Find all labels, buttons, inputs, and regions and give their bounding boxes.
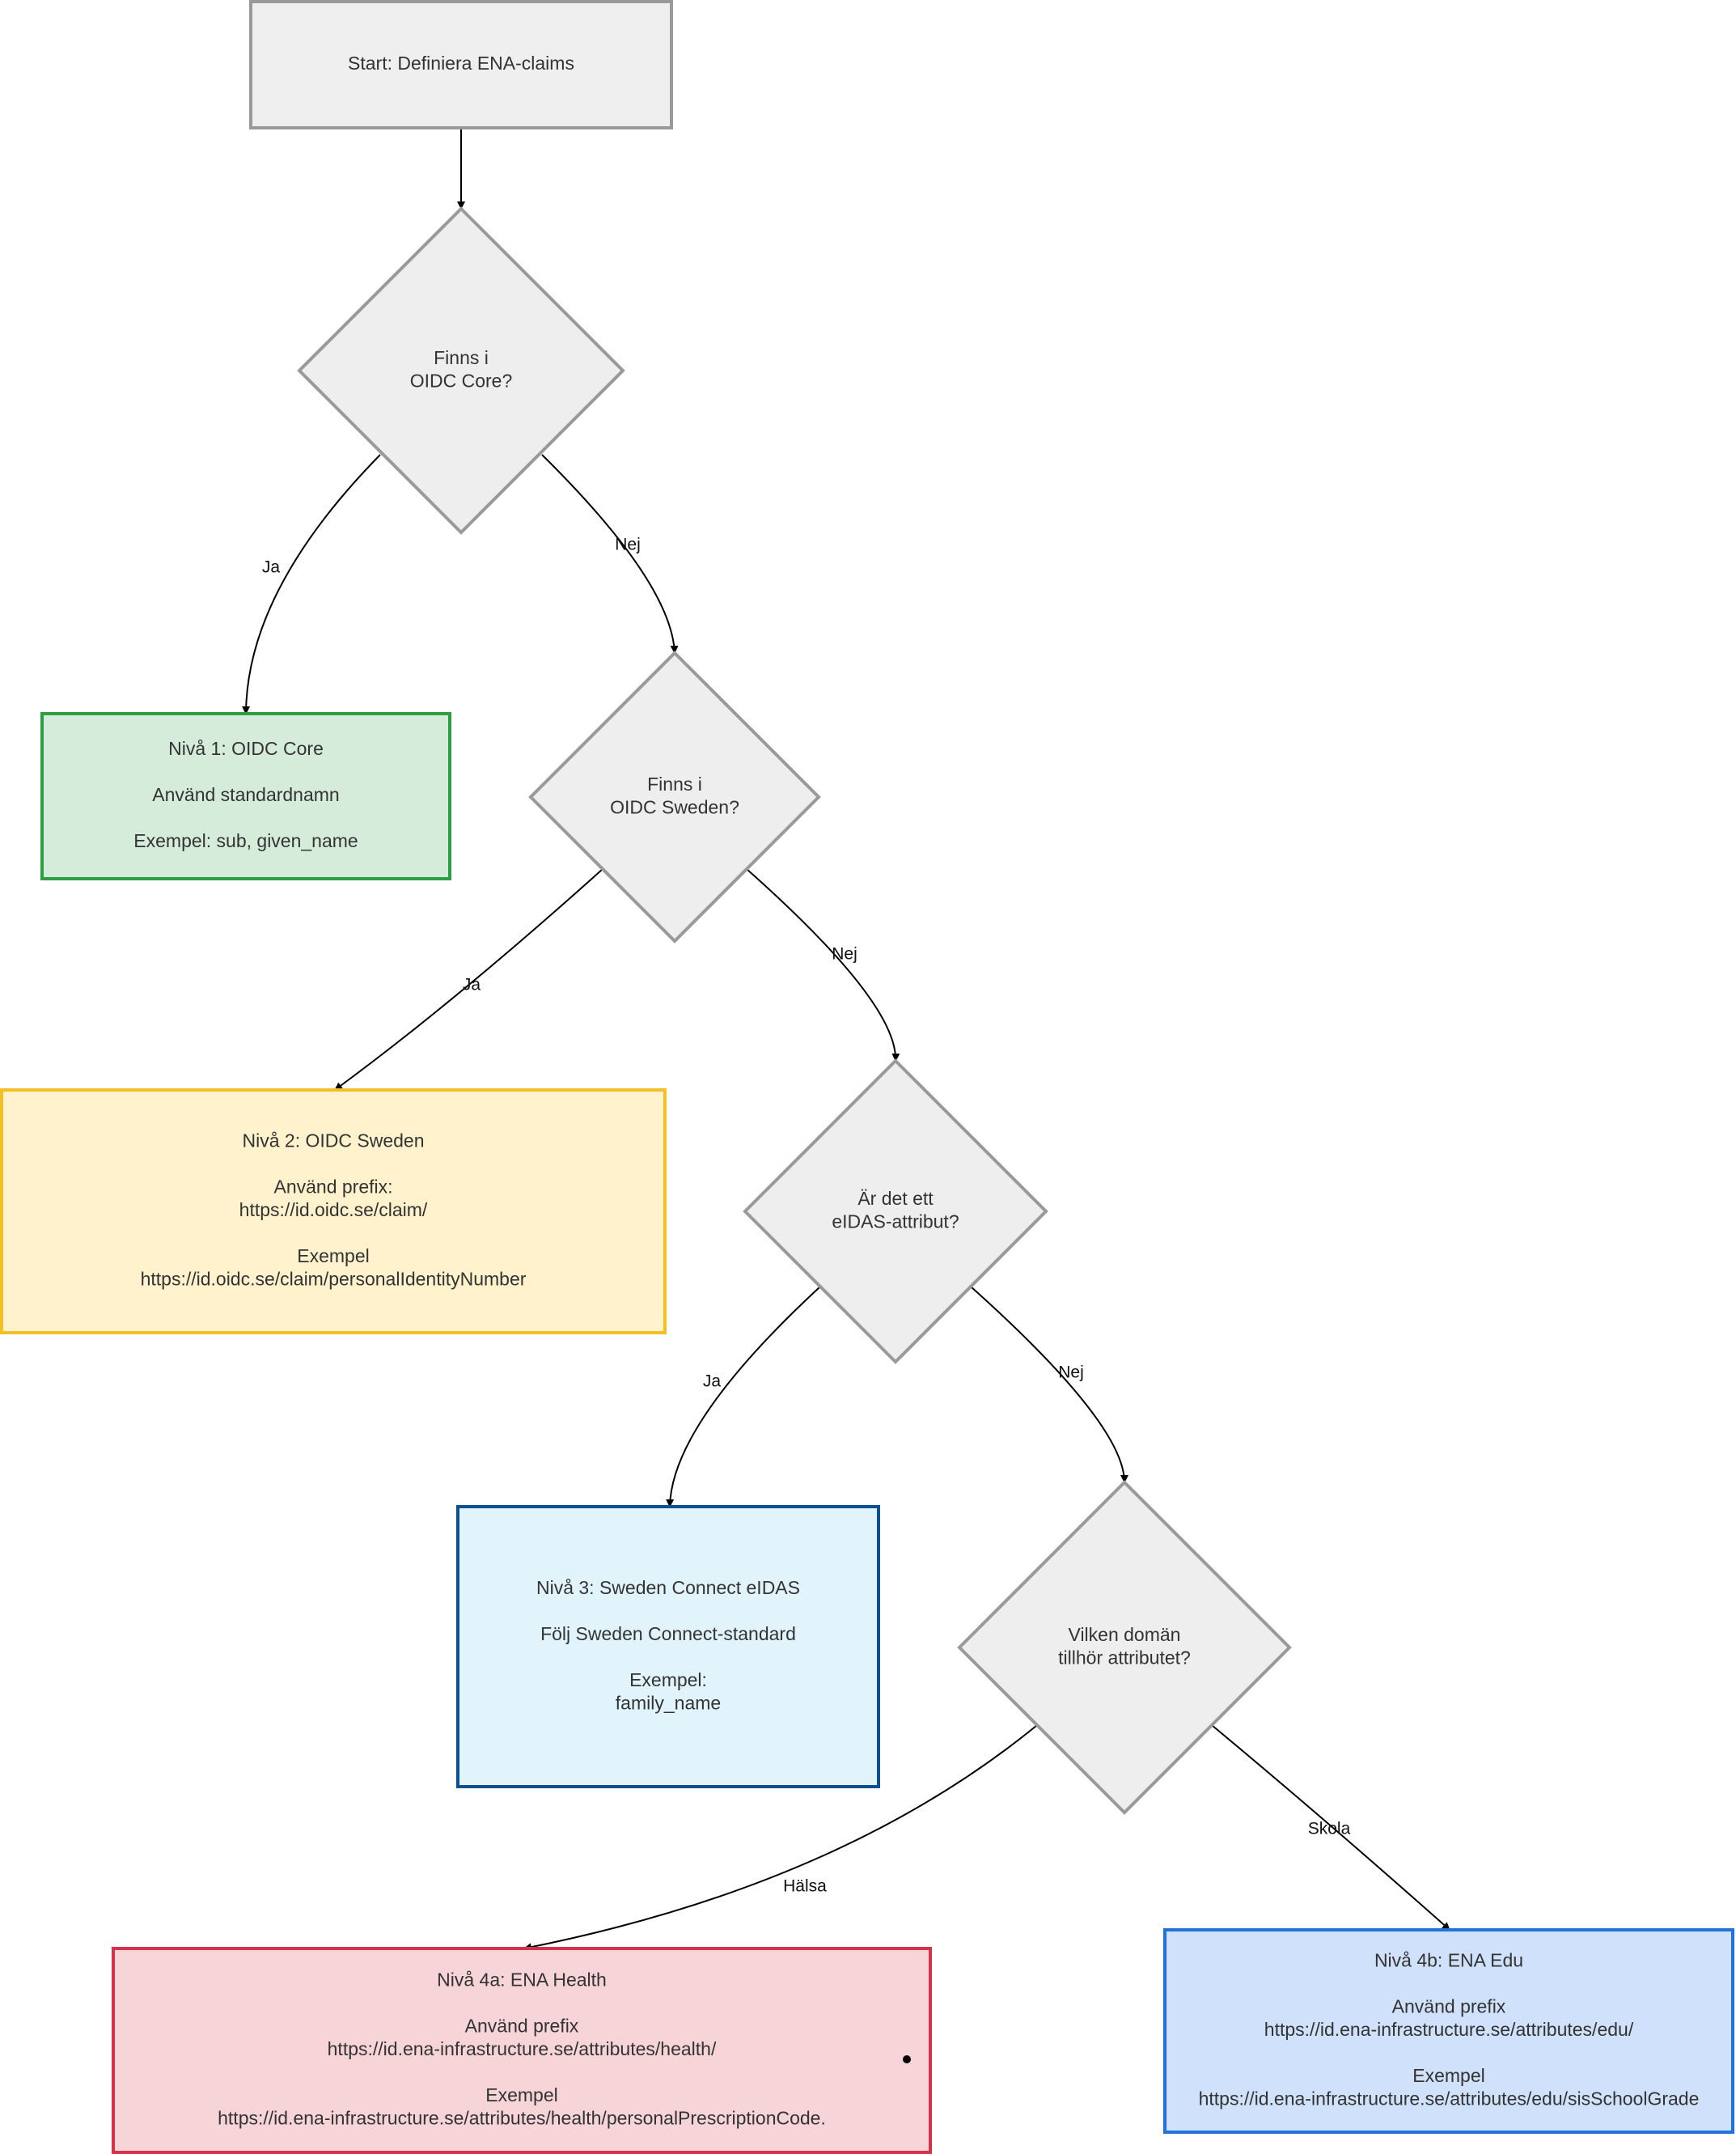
node-n1-line: Använd standardnamn: [152, 784, 339, 805]
node-n3-line: Nivå 3: Sweden Connect eIDAS: [536, 1577, 800, 1598]
edge-d4-to-n4b: [1211, 1724, 1450, 1931]
node-n2-line: Nivå 2: OIDC Sweden: [243, 1130, 425, 1151]
edge-label-d4-to-n4a: Hälsa: [783, 1877, 827, 1896]
edge-d2-to-d3: [746, 868, 900, 1062]
node-n2-line: Använd prefix:: [273, 1177, 392, 1198]
node-d1-diamond: [297, 206, 625, 535]
node-n2-line: Exempel: [297, 1245, 369, 1266]
node-n4a-line: Använd prefix: [465, 2016, 579, 2037]
node-n4a-line: Exempel: [485, 2084, 557, 2105]
node-d2-line: Finns i: [647, 774, 702, 795]
node-n4b-box: [1163, 1928, 1734, 2134]
edge-label-d3-to-n3: Ja: [703, 1372, 722, 1391]
node-start-box: [249, 0, 673, 129]
node-n4a-box: [112, 1947, 932, 2154]
node-n3-line: Följ Sweden Connect-standard: [540, 1623, 796, 1644]
edge-label-d1-to-d2: Nej: [615, 536, 641, 554]
node-n4a-line: https://id.ena-infrastructure.se/attribu…: [218, 2108, 826, 2129]
node-n4a-line: https://id.ena-infrastructure.se/attribu…: [328, 2038, 717, 2059]
node-n4b-line: https://id.ena-infrastructure.se/attribu…: [1264, 2019, 1634, 2040]
edge-d1-to-d2: [541, 454, 679, 654]
edge-d3-to-d4: [970, 1286, 1128, 1483]
node-n1-line: Nivå 1: OIDC Core: [168, 738, 324, 759]
edge-label-d4-to-n4b: Skola: [1308, 1820, 1351, 1838]
edge-d4-to-n4a: [523, 1724, 1038, 1952]
edge-label-d2-to-d3: Nej: [832, 945, 857, 964]
node-n4b-line: https://id.ena-infrastructure.se/attribu…: [1199, 2088, 1700, 2109]
node-d2-diamond: [528, 651, 821, 943]
node-n3-line: family_name: [616, 1692, 721, 1713]
node-d1-line: Finns i: [434, 347, 489, 368]
edge-label-d2-to-n2: Ja: [463, 976, 481, 994]
node-d3-line: eIDAS-attribut?: [832, 1211, 959, 1232]
node-n1-box: [40, 712, 451, 880]
stray-dot: [903, 2055, 911, 2063]
edge-label-d3-to-d4: Nej: [1058, 1363, 1084, 1382]
node-n1-line: Exempel: sub, given_name: [133, 830, 358, 851]
node-d4-diamond: [957, 1480, 1292, 1815]
node-d3-diamond: [743, 1058, 1048, 1364]
node-d1-line: OIDC Core?: [410, 370, 513, 391]
node-n4b-line: Använd prefix: [1392, 1996, 1506, 2017]
edge-d3-to-n3: [666, 1286, 821, 1507]
edge-d1-to-n1: [242, 454, 381, 714]
edge-label-d1-to-n1: Ja: [262, 558, 281, 577]
node-n3-box: [456, 1505, 880, 1788]
node-n4b-line: Exempel: [1412, 2065, 1484, 2086]
node-n4a-line: Nivå 4a: ENA Health: [437, 1970, 607, 1991]
node-n2-line: https://id.oidc.se/claim/: [239, 1199, 428, 1220]
node-d4-line: tillhör attributet?: [1058, 1647, 1191, 1668]
node-d3-line: Är det ett: [857, 1188, 934, 1209]
node-n2-line: https://id.oidc.se/claim/personalIdentit…: [141, 1269, 527, 1290]
edge-d2-to-n2: [334, 868, 603, 1091]
node-d2-line: OIDC Sweden?: [610, 796, 739, 817]
node-n2-box: [0, 1088, 667, 1334]
node-n3-line: Exempel:: [629, 1669, 707, 1690]
node-d4-line: Vilken domän: [1069, 1624, 1181, 1645]
node-start-line: Start: Definiera ENA-claims: [348, 53, 574, 74]
node-start: Start: Definiera ENA-claims: [249, 0, 673, 129]
node-n3: Nivå 3: Sweden Connect eIDAS Följ Sweden …: [456, 1505, 880, 1788]
node-n4b-line: Nivå 4b: ENA Edu: [1374, 1950, 1523, 1971]
